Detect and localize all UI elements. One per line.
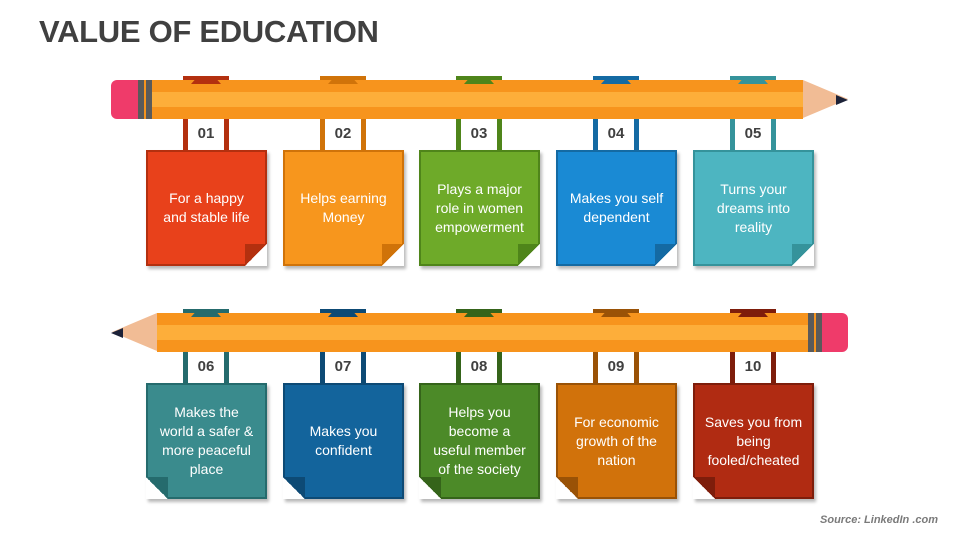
item-text: Makes you self dependent <box>569 190 664 225</box>
item-text: Saves you from being fooled/cheated <box>704 413 803 468</box>
item-number: 05 <box>744 125 762 142</box>
pencil-body <box>157 313 808 352</box>
item-text: Turns your dreams into reality <box>716 180 791 235</box>
clip-top <box>456 76 502 80</box>
number-tab: 08 <box>456 352 502 384</box>
sticky-note: Helps earning Money <box>283 150 404 266</box>
clip-notch <box>601 313 631 317</box>
item-text: Helps you become a useful member of the … <box>433 404 526 477</box>
page-curl-icon <box>556 477 578 499</box>
item-number: 03 <box>470 125 488 142</box>
source-citation: Source: LinkedIn .com <box>820 514 938 526</box>
item-text: Makes you confident <box>309 423 378 458</box>
item-number: 07 <box>334 358 352 375</box>
clip-top <box>730 309 776 313</box>
sticky-note: Plays a major role in women empowerment <box>419 150 540 266</box>
page-curl-icon <box>419 477 441 499</box>
pencil-eraser <box>111 80 138 119</box>
page-curl-icon <box>655 244 677 266</box>
sticky-note: Helps you become a useful member of the … <box>419 383 540 499</box>
sticky-note: For a happy and stable life <box>146 150 267 266</box>
number-tab: 05 <box>730 119 776 151</box>
clip-top <box>320 309 366 313</box>
number-tab: 10 <box>730 352 776 384</box>
clip-notch <box>191 313 221 317</box>
sticky-note: Makes you confident <box>283 383 404 499</box>
pencil-body <box>152 80 803 119</box>
item-text: Helps earning Money <box>300 190 387 225</box>
clip-notch <box>601 80 631 84</box>
clip-notch <box>738 313 768 317</box>
clip-notch <box>464 80 494 84</box>
pencil-lead <box>111 327 123 338</box>
sticky-note: Makes the world a safer & more peaceful … <box>146 383 267 499</box>
clip-top <box>730 76 776 80</box>
page-curl-icon <box>518 244 540 266</box>
sticky-note: Makes you self dependent <box>556 150 677 266</box>
clip-top <box>593 76 639 80</box>
page-curl-icon <box>146 477 168 499</box>
item-number: 01 <box>197 125 215 142</box>
page-curl-icon <box>382 244 404 266</box>
clip-top <box>456 309 502 313</box>
page-curl-icon <box>792 244 814 266</box>
sticky-note: Turns your dreams into reality <box>693 150 814 266</box>
page-curl-icon <box>245 244 267 266</box>
clip-notch <box>738 80 768 84</box>
item-text: For economic growth of the nation <box>574 413 659 468</box>
pencil-lead <box>836 94 848 105</box>
page-curl-icon <box>693 477 715 499</box>
item-text: Plays a major role in women empowerment <box>435 180 524 235</box>
item-text: For a happy and stable life <box>163 190 250 225</box>
item-number: 10 <box>744 358 762 375</box>
number-tab: 03 <box>456 119 502 151</box>
clip-top <box>183 76 229 80</box>
sticky-note: For economic growth of the nation <box>556 383 677 499</box>
item-number: 08 <box>470 358 488 375</box>
item-number: 04 <box>607 125 625 142</box>
clip-notch <box>328 313 358 317</box>
number-tab: 01 <box>183 119 229 151</box>
clip-top <box>183 309 229 313</box>
number-tab: 04 <box>593 119 639 151</box>
clip-top <box>320 76 366 80</box>
item-number: 06 <box>197 358 215 375</box>
item-text: Makes the world a safer & more peaceful … <box>159 404 254 477</box>
clip-top <box>593 309 639 313</box>
number-tab: 06 <box>183 352 229 384</box>
page-title: VALUE OF EDUCATION <box>39 14 379 49</box>
item-number: 02 <box>334 125 352 142</box>
number-tab: 09 <box>593 352 639 384</box>
number-tab: 07 <box>320 352 366 384</box>
sticky-note: Saves you from being fooled/cheated <box>693 383 814 499</box>
pencil-eraser <box>822 313 848 352</box>
clip-notch <box>328 80 358 84</box>
number-tab: 02 <box>320 119 366 151</box>
page-curl-icon <box>283 477 305 499</box>
clip-notch <box>191 80 221 84</box>
item-number: 09 <box>607 358 625 375</box>
clip-notch <box>464 313 494 317</box>
